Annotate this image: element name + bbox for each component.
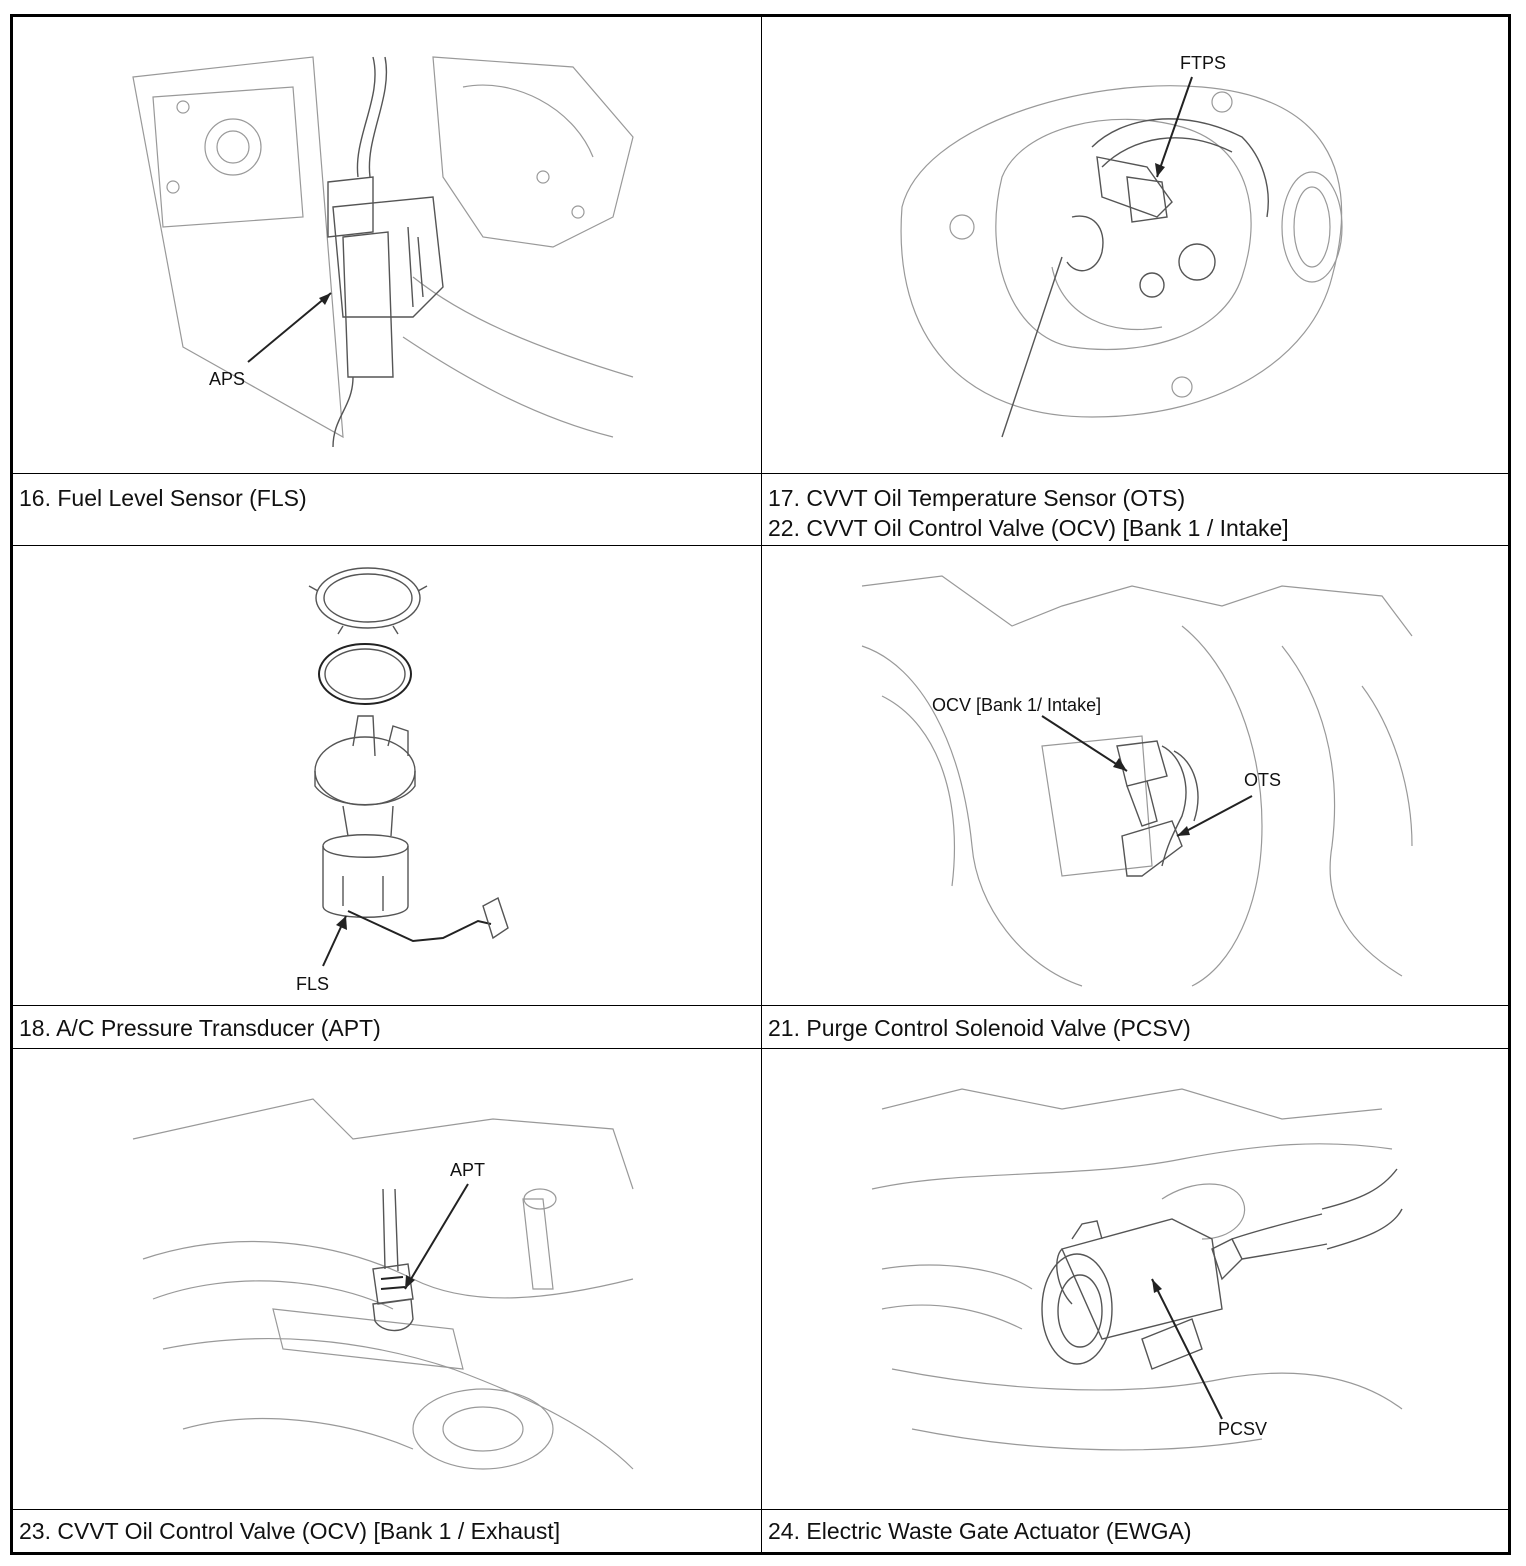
caption-ewga: 24. Electric Waste Gate Actuator (EWGA)	[768, 1518, 1192, 1544]
apt-label: APT	[450, 1160, 485, 1180]
pcsv-illustration: PCSV	[762, 1049, 1511, 1509]
ftps-label: FTPS	[1180, 53, 1226, 73]
ftps-illustration: FTPS	[762, 17, 1511, 473]
fls-label: FLS	[296, 974, 329, 994]
caption-pcsv: 21. Purge Control Solenoid Valve (PCSV)	[768, 1015, 1191, 1041]
ocv-ots-illustration: OCV [Bank 1/ Intake] OTS	[762, 546, 1511, 1005]
row-divider	[13, 1048, 1508, 1049]
pcsv-label: PCSV	[1218, 1419, 1267, 1439]
ocv-intake-label: OCV [Bank 1/ Intake]	[932, 695, 1101, 715]
row-divider	[13, 1005, 1508, 1006]
aps-label: APS	[209, 369, 245, 389]
caption-ocv-exhaust: 23. CVVT Oil Control Valve (OCV) [Bank 1…	[19, 1518, 561, 1544]
aps-illustration: APS	[13, 17, 761, 473]
apt-illustration: APT	[13, 1049, 761, 1509]
caption-apt: 18. A/C Pressure Transducer (APT)	[19, 1015, 381, 1041]
column-divider	[761, 17, 762, 1552]
fls-illustration: FLS	[13, 546, 761, 1005]
component-location-table: APS FTPS 16. Fuel Level Sensor (FLS) 17.…	[10, 14, 1511, 1555]
row-divider	[13, 1509, 1508, 1510]
ots-label: OTS	[1244, 770, 1281, 790]
caption-ocv-intake: 22. CVVT Oil Control Valve (OCV) [Bank 1…	[768, 515, 1289, 541]
row-divider	[13, 545, 1508, 546]
caption-ots: 17. CVVT Oil Temperature Sensor (OTS)	[768, 485, 1186, 511]
row-divider	[13, 473, 1508, 474]
caption-fls: 16. Fuel Level Sensor (FLS)	[19, 485, 307, 511]
